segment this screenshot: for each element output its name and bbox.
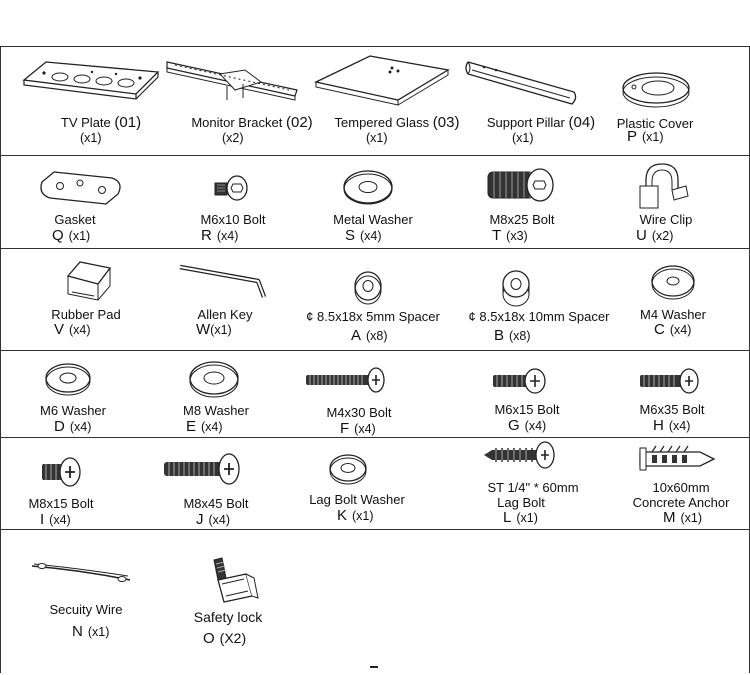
- allen-key-icon: [179, 264, 267, 298]
- m6x10-bolt-qty: R(x4): [201, 227, 239, 244]
- security-wire-qty: N(x1): [72, 623, 110, 640]
- m4-washer-qty: C(x4): [654, 321, 692, 338]
- plastic-cover-name: Plastic Cover: [616, 116, 694, 131]
- m4x30-bolt-qty: F(x4): [340, 420, 376, 437]
- m6x15-bolt-icon: [493, 368, 546, 394]
- m4-washer-icon: [651, 265, 695, 300]
- gasket-name: Gasket: [54, 212, 96, 227]
- security-wire-icon: [31, 563, 131, 582]
- lag-bolt-subname: Lag Bolt: [497, 495, 545, 510]
- m8x25-bolt-qty: T(x3): [492, 227, 528, 244]
- metal-washer-icon: [343, 170, 393, 205]
- metal-washer-qty: S(x4): [345, 227, 382, 244]
- m6x35-bolt-qty: H(x4): [653, 417, 691, 434]
- allen-key-name: Allen Key: [197, 307, 253, 322]
- safety-lock-name: Safety lock: [193, 609, 263, 625]
- m6x10-bolt-name: M6x10 Bolt: [200, 212, 266, 227]
- divider-row-1: [0, 155, 750, 156]
- wire-clip-name: Wire Clip: [639, 212, 693, 227]
- concrete-anchor-icon: [639, 445, 716, 471]
- divider-row-5: [0, 529, 750, 530]
- page-number-mark: [370, 666, 378, 668]
- lag-bolt-washer-icon: [329, 454, 367, 485]
- m8x15-bolt-qty: I(x4): [40, 511, 71, 528]
- m6x15-bolt-qty: G(x4): [508, 417, 547, 434]
- lag-bolt-washer-qty: K(x1): [337, 507, 374, 524]
- m8x25-bolt-icon: [487, 168, 554, 202]
- spacer-5mm-name: ¢ 8.5x18x 5mm Spacer: [306, 309, 440, 324]
- rubber-pad-qty: V(x4): [54, 321, 91, 338]
- m6x10-bolt-icon: [214, 175, 248, 201]
- tempered-glass-qty: (x1): [366, 131, 388, 145]
- m6-washer-icon: [45, 363, 91, 396]
- divider-row-2: [0, 248, 750, 249]
- wire-clip-qty: U(x2): [636, 227, 674, 244]
- m8-washer-icon: [189, 361, 239, 398]
- tempered-glass-icon: [314, 55, 450, 106]
- tv-plate-icon: [22, 61, 160, 100]
- m8x45-bolt-icon: [164, 453, 240, 485]
- concrete-anchor-name: 10x60mm: [652, 480, 710, 495]
- lag-bolt-washer-name: Lag Bolt Washer: [309, 492, 405, 507]
- m6x35-bolt-name: M6x35 Bolt: [639, 402, 705, 417]
- wire-clip-icon: [639, 163, 689, 209]
- lag-bolt-icon: [484, 441, 555, 469]
- m8-washer-name: M8 Washer: [183, 403, 249, 418]
- metal-washer-name: Metal Washer: [333, 212, 413, 227]
- m4x30-bolt-name: M4x30 Bolt: [326, 405, 392, 420]
- spacer-5mm-qty: A(x8): [351, 327, 388, 344]
- safety-lock-qty: O(X2): [203, 630, 247, 647]
- m4-washer-name: M4 Washer: [640, 307, 706, 322]
- m6-washer-qty: D(x4): [54, 418, 92, 435]
- m8x45-bolt-name: M8x45 Bolt: [183, 496, 249, 511]
- spacer-10mm-name: ¢ 8.5x18x 10mm Spacer: [468, 309, 610, 324]
- m6x15-bolt-name: M6x15 Bolt: [494, 402, 560, 417]
- spacer-10mm-icon: [502, 270, 530, 307]
- support-pillar-qty: (x1): [512, 131, 534, 145]
- support-pillar-icon: [465, 61, 577, 105]
- rubber-pad-icon: [66, 261, 112, 301]
- tv-plate-name: TV Plate (01): [60, 114, 142, 131]
- support-pillar-name: Support Pillar (04): [486, 114, 596, 131]
- lag-bolt-qty: L(x1): [503, 509, 538, 526]
- m4x30-bolt-icon: [306, 367, 385, 393]
- tv-plate-qty: (x1): [80, 131, 102, 145]
- rubber-pad-name: Rubber Pad: [51, 307, 121, 322]
- m8x15-bolt-name: M8x15 Bolt: [28, 496, 94, 511]
- security-wire-name: Secuity Wire: [49, 602, 123, 617]
- gasket-icon: [40, 171, 121, 205]
- safety-lock-icon: [213, 557, 259, 603]
- allen-key-qty: W(x1): [196, 321, 232, 338]
- lag-bolt-name: ST 1/4" * 60mm: [487, 480, 579, 495]
- m8x25-bolt-name: M8x25 Bolt: [489, 212, 555, 227]
- spacer-10mm-qty: B(x8): [494, 327, 531, 344]
- gasket-qty: Q(x1): [52, 227, 91, 244]
- concrete-anchor-subname: Concrete Anchor: [632, 495, 730, 510]
- divider-row-4: [0, 437, 750, 438]
- m6-washer-name: M6 Washer: [40, 403, 106, 418]
- m8-washer-qty: E(x4): [186, 418, 223, 435]
- divider-row-3: [0, 350, 750, 351]
- tempered-glass-name: Tempered Glass (03): [334, 114, 460, 131]
- divider-top: [0, 46, 750, 47]
- monitor-bracket-qty: (x2): [222, 131, 244, 145]
- m8x15-bolt-icon: [42, 457, 81, 487]
- m8x45-bolt-qty: J(x4): [196, 511, 231, 528]
- plastic-cover-icon: [622, 72, 690, 108]
- monitor-bracket-icon: [166, 61, 298, 101]
- frame-left: [0, 46, 1, 673]
- monitor-bracket-name: Monitor Bracket (02): [191, 114, 313, 131]
- m6x35-bolt-icon: [640, 368, 699, 394]
- spacer-5mm-icon: [354, 271, 382, 305]
- plastic-cover-qty: P(x1): [627, 128, 664, 145]
- concrete-anchor-qty: M(x1): [663, 509, 703, 526]
